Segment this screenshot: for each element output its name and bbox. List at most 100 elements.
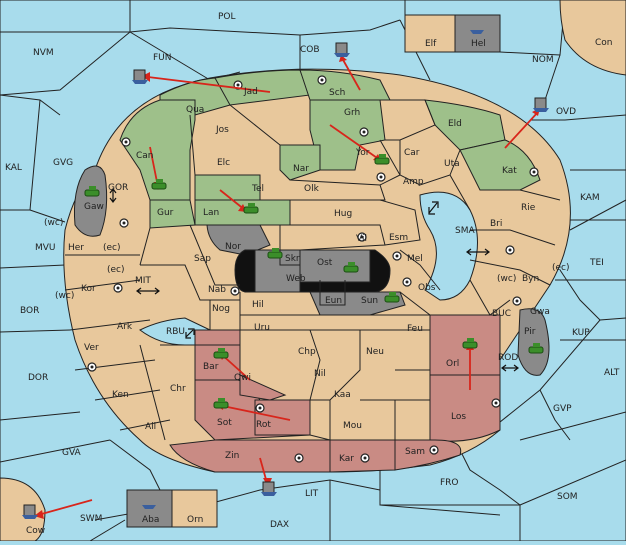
army-tank-icon[interactable] (384, 292, 400, 303)
fleet-ship-icon[interactable] (261, 481, 277, 496)
army-tank-icon[interactable] (267, 248, 283, 259)
sea-label-fun: FUN (153, 53, 172, 63)
label-cow: Cow (26, 526, 45, 536)
province-borders (64, 99, 561, 441)
island-gaw[interactable] (74, 165, 108, 237)
label-aba: Aba (142, 515, 159, 525)
order-arrow (504, 111, 539, 149)
label-web: Web (286, 274, 306, 284)
fleet-ship-icon[interactable] (334, 42, 350, 57)
army-tank-icon[interactable] (462, 338, 478, 349)
sea-label-rbu: RBU (166, 327, 185, 337)
province-ost[interactable] (299, 249, 371, 283)
sea-label-pol: POL (218, 12, 236, 22)
label-kaa: Kaa (334, 390, 351, 400)
label-nab: Nab (208, 285, 226, 295)
label-bri: Bri (490, 219, 502, 229)
province-web[interactable] (254, 249, 301, 293)
sea-label-mvu: MVU (35, 243, 56, 253)
island-labels: Elf Hel Con Aba Orn Cow Gaw Pir (26, 38, 613, 536)
order-arrow (217, 404, 291, 421)
label-kat: Kat (502, 166, 517, 176)
fleet-ship-icon[interactable] (142, 505, 156, 509)
province-sam[interactable] (394, 439, 462, 471)
army-tank-icon[interactable] (151, 179, 167, 190)
army-tank-icon[interactable] (213, 348, 229, 359)
army-tank-icon[interactable] (243, 203, 259, 214)
fleet-ship-icon[interactable] (132, 69, 148, 84)
label-qwi: Qwi (234, 373, 251, 383)
province-los[interactable] (429, 374, 501, 442)
supply-centers (87, 75, 539, 463)
army-tank-icon[interactable] (213, 398, 229, 409)
supply-center (230, 286, 240, 296)
province-grh[interactable] (309, 99, 386, 171)
label-yor: Yor (355, 148, 370, 158)
army-tank-icon[interactable] (343, 262, 359, 273)
sea-label-mit: MIT (135, 276, 151, 286)
supply-center (360, 453, 370, 463)
supply-center (429, 445, 439, 455)
label-orl: Orl (446, 359, 459, 369)
label-skr: Skr (285, 254, 300, 264)
island-pir[interactable] (517, 308, 550, 376)
province-labels: Jad Sch Qua Jos Grh Eld Kat Can Elc Nar … (44, 87, 570, 464)
sea-label-swm: SWM (80, 514, 102, 524)
sea-label-kam: KAM (580, 193, 600, 203)
label-orn: Orn (187, 515, 203, 525)
supply-center (87, 362, 97, 372)
sea-label-bor: BOR (20, 306, 39, 316)
sea-labels: POL NVM FUN COB NOM OVD KAL GVG GOR MVU … (5, 12, 620, 530)
label-zin: Zin (225, 451, 239, 461)
label-rot: Rot (256, 420, 271, 430)
label-elc: Elc (217, 158, 230, 168)
label-feu: Feu (407, 324, 423, 334)
label-tel: Tel (251, 184, 264, 194)
supply-center (357, 232, 367, 242)
province-kat[interactable] (459, 139, 541, 191)
supply-center (119, 218, 129, 228)
province-nor[interactable] (206, 224, 271, 256)
label-wc2: (wc) (55, 291, 74, 301)
order-arrow (219, 189, 246, 211)
province-zin[interactable] (169, 439, 331, 473)
label-grh: Grh (344, 108, 360, 118)
island-elf[interactable] (404, 14, 456, 53)
label-kor: Kor (81, 284, 96, 294)
sea-label-gva: GVA (62, 448, 82, 458)
island-cow[interactable] (0, 477, 46, 542)
label-obs: Obs (418, 283, 436, 293)
island-orn[interactable] (171, 489, 218, 528)
sea-label-rod: ROD (498, 353, 518, 363)
sea-label-ovd: OVD (556, 107, 576, 117)
supply-center (505, 245, 515, 255)
label-sam: Sam (405, 447, 425, 457)
island-con[interactable] (559, 0, 626, 76)
fleet-ship-icon[interactable] (533, 97, 549, 112)
supply-center (512, 296, 522, 306)
label-elf: Elf (425, 39, 437, 49)
sea-label-gor: GOR (108, 183, 128, 193)
label-nog: Nog (212, 304, 230, 314)
label-vil: Vil (356, 234, 367, 244)
label-nar: Nar (293, 164, 309, 174)
label-uru: Uru (254, 323, 270, 333)
label-pir: Pir (524, 327, 536, 337)
sea-label-nvm: NVM (33, 48, 54, 58)
fleet-ship-icon[interactable] (22, 504, 38, 519)
canal-mit-icon (136, 287, 160, 295)
province-sun[interactable] (309, 291, 406, 316)
army-tank-icon[interactable] (528, 343, 544, 354)
supply-center (402, 277, 412, 287)
label-jos: Jos (215, 125, 229, 135)
order-arrow (329, 124, 381, 161)
sea-label-kup: KUP (572, 328, 590, 338)
army-tank-icon[interactable] (374, 154, 390, 165)
province-qua[interactable] (159, 77, 231, 116)
green-territory (119, 69, 541, 229)
fleet-ship-icon[interactable] (470, 30, 484, 34)
supply-center (294, 453, 304, 463)
label-wc3: (wc) (497, 274, 516, 284)
army-tank-icon[interactable] (84, 186, 100, 197)
